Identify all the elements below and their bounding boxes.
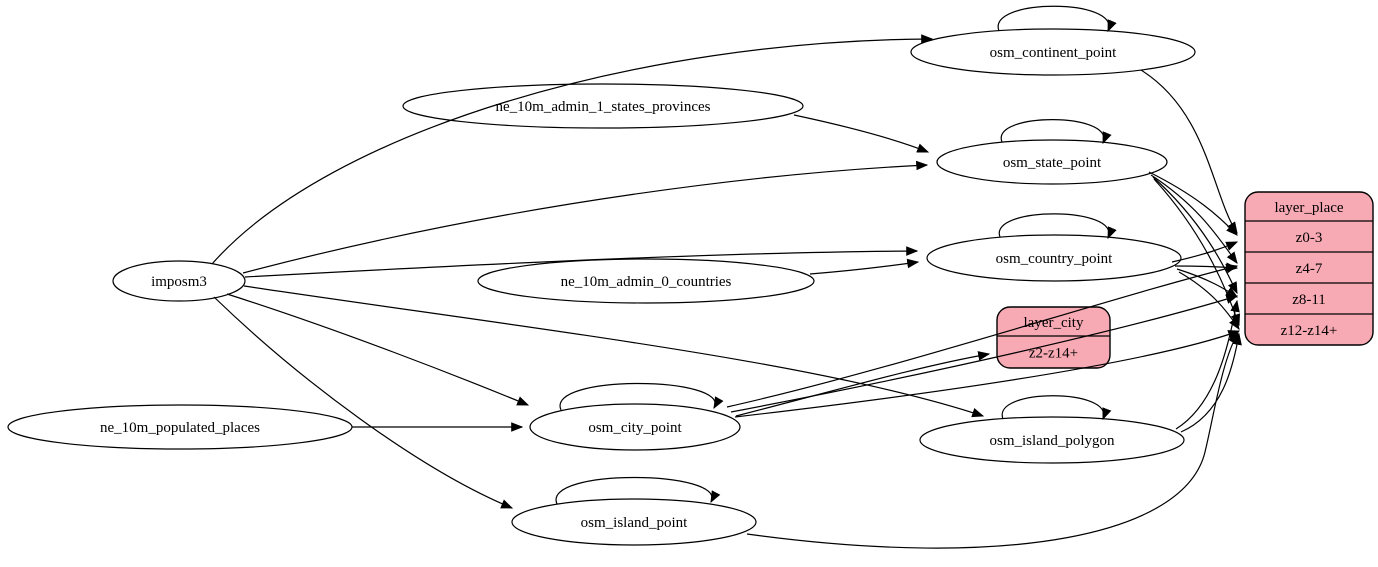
edge-osm_city_point-to-layer_place-z12-z14+ bbox=[734, 330, 1241, 418]
self-loop-osm_island_polygon bbox=[1001, 395, 1112, 421]
record-row-layer_place-z0-3: z0-3 bbox=[1296, 230, 1323, 246]
edge-ne_10m_admin_1_states_provinces-to-osm_state_point bbox=[793, 114, 930, 153]
self-loop-osm_continent_point bbox=[997, 5, 1117, 33]
edge-imposm3-to-osm_island_point bbox=[213, 296, 514, 509]
record-header-layer_city: layer_city bbox=[1024, 315, 1084, 331]
node-ne_10m_admin_1_states_provinces: ne_10m_admin_1_states_provinces bbox=[402, 83, 804, 129]
edge-osm_country_point-to-layer_place-z12-z14+ bbox=[1178, 271, 1240, 330]
record-row-layer_place-z4-7: z4-7 bbox=[1296, 261, 1323, 277]
node-label-osm_state_point: osm_state_point bbox=[1003, 155, 1102, 171]
self-loop-osm_country_point bbox=[998, 213, 1117, 240]
node-label-imposm3: imposm3 bbox=[151, 274, 207, 290]
node-imposm3: imposm3 bbox=[112, 260, 246, 302]
edge-osm_continent_point-to-layer_place-z0-3 bbox=[1140, 69, 1238, 235]
node-shape-osm_island_polygon bbox=[919, 416, 1185, 464]
node-ne_10m_admin_0_countries: ne_10m_admin_0_countries bbox=[477, 258, 815, 304]
record-layer_city: layer_city z2-z14+ bbox=[996, 306, 1111, 369]
edge-osm_island_point-to-layer_place-z12-z14+ bbox=[746, 331, 1239, 549]
edge-osm_city_point-to-layer_place-z4-7 bbox=[726, 263, 1239, 408]
record-row-layer_city-z2-z14+: z2-z14+ bbox=[1029, 346, 1078, 362]
edges-group bbox=[211, 5, 1242, 549]
self-loop-osm_state_point bbox=[1000, 119, 1112, 145]
node-label-osm_country_point: osm_country_point bbox=[996, 251, 1113, 267]
node-osm_continent_point: osm_continent_point bbox=[910, 28, 1196, 76]
edge-osm_country_point-to-layer_place-z0-3 bbox=[1171, 241, 1239, 263]
ellipse-nodes-group: imposm3 ne_10m_admin_1_states_provincesne… bbox=[7, 28, 1196, 546]
record-layer_place: layer_place z0-3 z4-7 z8-11 z12-z14+ bbox=[1244, 191, 1374, 346]
node-osm_state_point: osm_state_point bbox=[936, 139, 1168, 185]
node-osm_island_polygon: osm_island_polygon bbox=[919, 416, 1185, 464]
edge-osm_city_point-to-layer_city-z2-z14+ bbox=[735, 351, 991, 417]
node-label-osm_city_point: osm_city_point bbox=[588, 420, 682, 436]
node-label-osm_island_polygon: osm_island_polygon bbox=[989, 433, 1115, 449]
record-shape-layer_place bbox=[1244, 191, 1374, 346]
node-shape-osm_state_point bbox=[936, 139, 1168, 185]
edge-imposm3-to-osm_continent_point bbox=[211, 34, 934, 265]
edge-osm_island_polygon-to-layer_place-z8-11 bbox=[1175, 299, 1240, 430]
self-loop-osm_island_point bbox=[555, 476, 721, 505]
edge-imposm3-to-osm_country_point bbox=[244, 246, 919, 278]
node-osm_island_point: osm_island_point bbox=[511, 498, 757, 546]
edge-osm_state_point-to-layer_place-z0-3 bbox=[1148, 171, 1238, 236]
node-label-osm_island_point: osm_island_point bbox=[581, 515, 689, 531]
node-shape-imposm3 bbox=[112, 260, 246, 302]
edge-imposm3-to-osm_state_point bbox=[242, 160, 929, 274]
self-loop-osm_city_point bbox=[559, 382, 724, 411]
node-shape-ne_10m_admin_1_states_provinces bbox=[402, 83, 804, 129]
edge-imposm3-to-osm_island_polygon bbox=[243, 285, 985, 418]
edge-osm_country_point-to-layer_place-z4-7 bbox=[1174, 262, 1239, 273]
record-row-layer_place-z8-11: z8-11 bbox=[1292, 292, 1326, 308]
node-osm_country_point: osm_country_point bbox=[926, 234, 1182, 282]
node-label-ne_10m_admin_1_states_provinces: ne_10m_admin_1_states_provinces bbox=[496, 99, 711, 115]
record-header-layer_place: layer_place bbox=[1274, 200, 1343, 216]
node-osm_city_point: osm_city_point bbox=[529, 403, 741, 451]
node-shape-osm_island_point bbox=[511, 498, 757, 546]
record-row-layer_place-z12-z14+: z12-z14+ bbox=[1281, 323, 1338, 339]
record-shape-layer_city bbox=[996, 306, 1111, 369]
node-label-ne_10m_admin_0_countries: ne_10m_admin_0_countries bbox=[561, 274, 732, 290]
edge-osm_state_point-to-layer_place-z8-11 bbox=[1152, 176, 1238, 295]
edge-ne_10m_admin_0_countries-to-osm_country_point bbox=[809, 258, 920, 275]
node-label-ne_10m_populated_places: ne_10m_populated_places bbox=[100, 420, 260, 436]
record-nodes-group: layer_place z0-3 z4-7 z8-11 z12-z14+ layer_ci… bbox=[996, 191, 1374, 369]
node-label-osm_continent_point: osm_continent_point bbox=[990, 45, 1117, 61]
edge-osm_island_polygon-to-layer_place-z12-z14+ bbox=[1180, 332, 1242, 433]
edge-imposm3-to-osm_city_point bbox=[226, 293, 530, 406]
edge-osm_state_point-to-layer_place-z4-7 bbox=[1150, 174, 1238, 264]
edge-osm_city_point-to-layer_place-z8-11 bbox=[730, 294, 1239, 413]
node-shape-osm_continent_point bbox=[910, 28, 1196, 76]
node-shape-ne_10m_admin_0_countries bbox=[477, 258, 815, 304]
node-shape-osm_city_point bbox=[529, 403, 741, 451]
node-ne_10m_populated_places: ne_10m_populated_places bbox=[7, 404, 353, 450]
node-shape-osm_country_point bbox=[926, 234, 1182, 282]
